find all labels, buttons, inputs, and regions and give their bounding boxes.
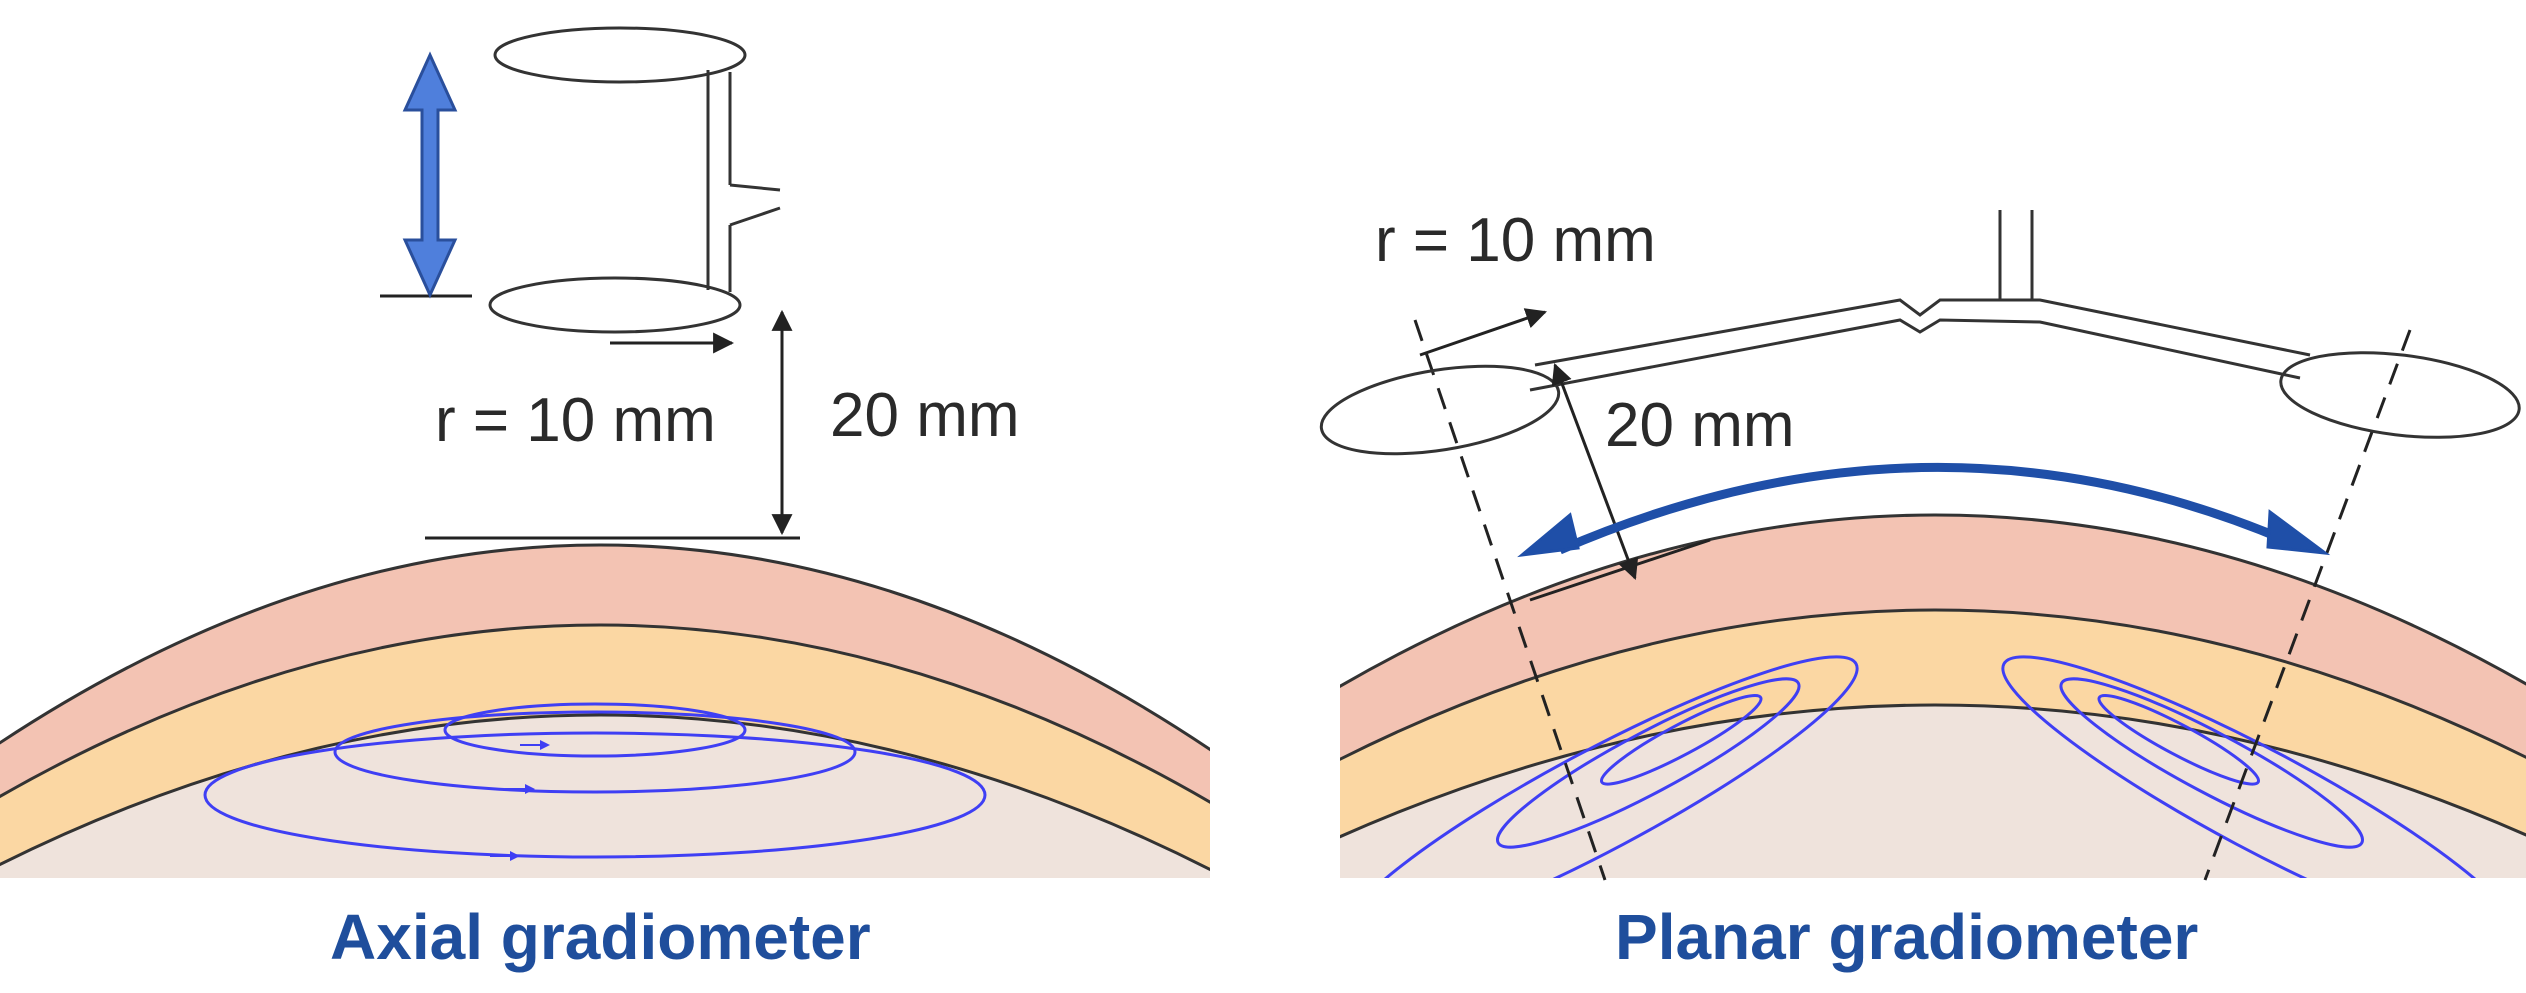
- planar-loop-right: [2001, 655, 2519, 878]
- axial-lead-wire: [729, 183, 781, 192]
- curved-double-arrow-icon: [1558, 463, 2287, 555]
- axial-loop-large: [203, 731, 987, 859]
- axial-bottom-coil: [488, 276, 742, 334]
- planar-guide-left: [1413, 319, 1607, 881]
- planar-left-coil: [1319, 364, 1561, 456]
- axial-loop-medium: [333, 710, 857, 794]
- planar-scalp-tangent: [1529, 538, 1711, 602]
- planar-right-coil: [2279, 351, 2521, 439]
- planar-loop-left: [1496, 677, 1801, 849]
- planar-distance-label: 20 mm: [1605, 391, 1795, 460]
- planar-caption: Planar gradiometer: [1615, 901, 2199, 973]
- axial-head-section: [0, 543, 1210, 878]
- planar-dashed-guides: [1413, 319, 2412, 881]
- planar-radius-arrow: [1419, 308, 1547, 357]
- axial-radius-label: r = 10 mm: [435, 386, 716, 455]
- arc-arrowhead-left: [1517, 512, 1580, 558]
- planar-distance-arrow: [1551, 363, 1639, 580]
- planar-loop-right: [2059, 677, 2364, 849]
- planar-coil-arm: [1534, 298, 2311, 367]
- planar-loop-right: [2097, 694, 2261, 786]
- planar-head-section: [1340, 513, 2526, 878]
- axial-lead-wire: [729, 206, 781, 227]
- arc-arrowhead-right: [2266, 509, 2331, 556]
- axial-top-coil: [493, 26, 747, 84]
- planar-loop-left: [1341, 655, 1859, 878]
- axial-caption: Axial gradiometer: [330, 901, 871, 973]
- planar-dimension-lines: [1419, 308, 1711, 602]
- axial-dimension-lines: [425, 309, 800, 540]
- planar-guide-right: [2203, 329, 2412, 881]
- axial-gradiometer-coil: [488, 26, 781, 334]
- planar-current-loops: [1341, 655, 2519, 878]
- axial-distance-label: 20 mm: [830, 381, 1020, 450]
- planar-horizontal-motion-arrow: [1517, 463, 2331, 558]
- axial-loop-small: [443, 702, 747, 758]
- planar-loop-left: [1599, 694, 1763, 786]
- double-arrow-icon: [402, 51, 458, 299]
- planar-radius-label: r = 10 mm: [1375, 206, 1656, 275]
- planar-coil-arm: [1529, 318, 2301, 392]
- axial-current-loops: [203, 702, 987, 861]
- axial-vertical-motion-arrow: [380, 51, 472, 299]
